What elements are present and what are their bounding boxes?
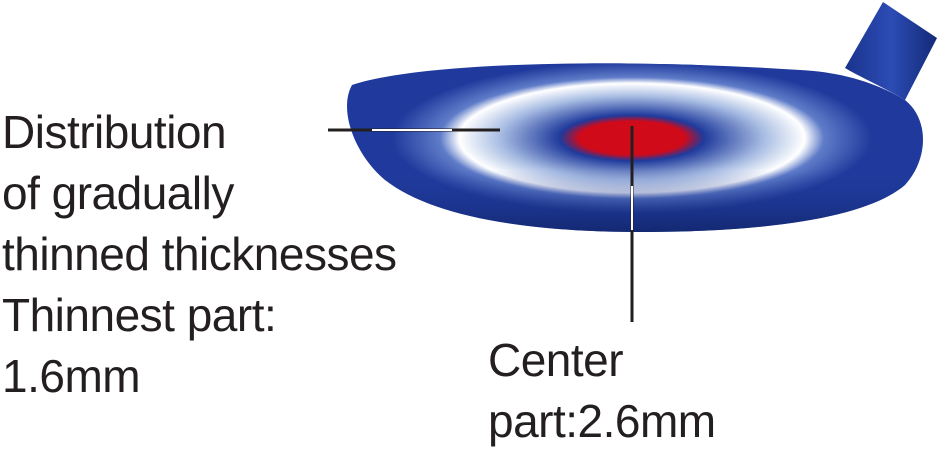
distribution-label: Distribution of gradually thinned thickn… <box>2 102 397 407</box>
thinnest-part-label: Thinnest part: <box>2 289 277 341</box>
distribution-label-line-3: thinned thicknesses <box>2 228 397 280</box>
distribution-label-line-2: of gradually <box>2 167 234 219</box>
center-part-label: Center part:2.6mm <box>488 330 716 452</box>
sole-shadow <box>347 170 924 232</box>
center-part-value: part:2.6mm <box>488 395 716 447</box>
distribution-label-line-1: Distribution <box>2 106 227 158</box>
center-label-line-1: Center <box>488 334 624 386</box>
thinnest-part-value: 1.6mm <box>2 350 141 402</box>
hosel <box>845 2 937 100</box>
